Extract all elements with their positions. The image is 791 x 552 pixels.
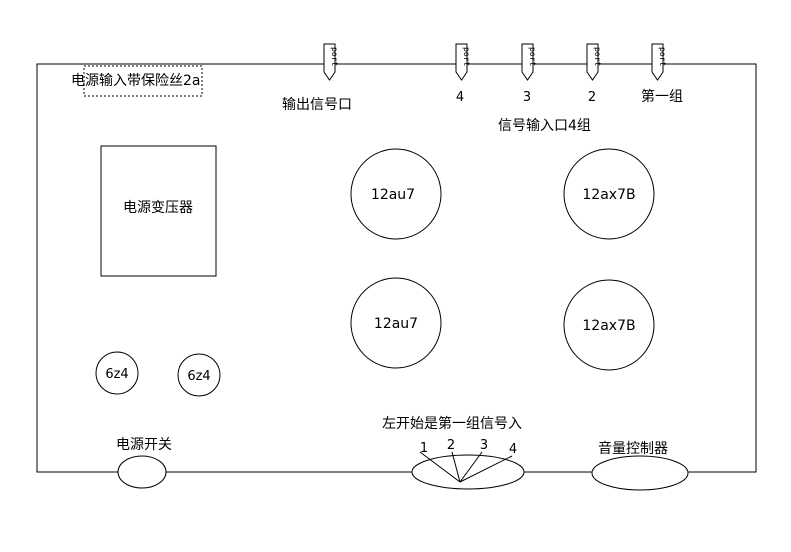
tube-socket: 12ax7B xyxy=(563,148,655,240)
input-port-3-text: port xyxy=(528,47,537,66)
tube-label: 12au7 xyxy=(374,316,418,332)
selector-position-4: 4 xyxy=(509,442,517,457)
tube-label: 12ax7B xyxy=(582,187,635,203)
tube-socket: 12au7 xyxy=(350,148,442,240)
rectifier-label: 6z4 xyxy=(105,367,128,382)
fuse-label: 电源输入带保险丝2a xyxy=(71,73,201,89)
selector-position-1: 1 xyxy=(420,441,428,456)
volume-label: 音量控制器 xyxy=(598,440,668,457)
input-port-2-text: port xyxy=(593,47,602,66)
fuse-box xyxy=(83,65,203,97)
input-port-4: port xyxy=(455,43,471,81)
tube-label: 12ax7B xyxy=(582,318,635,334)
input-port-3: port xyxy=(521,43,537,81)
input-port-2-label: 2 xyxy=(588,90,596,105)
selector-note: 左开始是第一组信号入 xyxy=(382,415,522,432)
rectifier-socket: 6z4 xyxy=(177,353,221,397)
rectifier-socket: 6z4 xyxy=(95,351,139,395)
power-switch-label: 电源开关 xyxy=(116,437,172,453)
input-port-4-text: port xyxy=(462,47,471,66)
input-port-1-label: 第一组 xyxy=(641,88,683,105)
output-port-connector: port xyxy=(323,43,339,81)
rectifier-label: 6z4 xyxy=(187,369,210,384)
input-selector xyxy=(411,454,525,490)
chassis-outline xyxy=(36,63,757,473)
input-port-2: port xyxy=(586,43,602,81)
transformer-box xyxy=(100,145,217,277)
tube-socket: 12ax7B xyxy=(563,279,655,371)
input-port-3-label: 3 xyxy=(523,90,531,105)
selector-position-3: 3 xyxy=(480,438,488,453)
input-port-1-text: port xyxy=(658,47,667,66)
input-port-1: port xyxy=(651,43,667,81)
output-port-text: port xyxy=(330,47,339,66)
power-switch xyxy=(117,455,167,489)
transformer-label: 电源变压器 xyxy=(123,200,193,216)
selector-pointer-lines xyxy=(419,451,513,483)
input-ports-label: 信号输入口4组 xyxy=(498,118,591,134)
tube-label: 12au7 xyxy=(371,187,415,203)
tube-socket: 12au7 xyxy=(350,277,442,369)
output-port-label: 输出信号口 xyxy=(282,97,352,113)
input-port-4-label: 4 xyxy=(456,90,464,105)
volume-control xyxy=(591,455,689,491)
selector-position-2: 2 xyxy=(447,438,455,453)
